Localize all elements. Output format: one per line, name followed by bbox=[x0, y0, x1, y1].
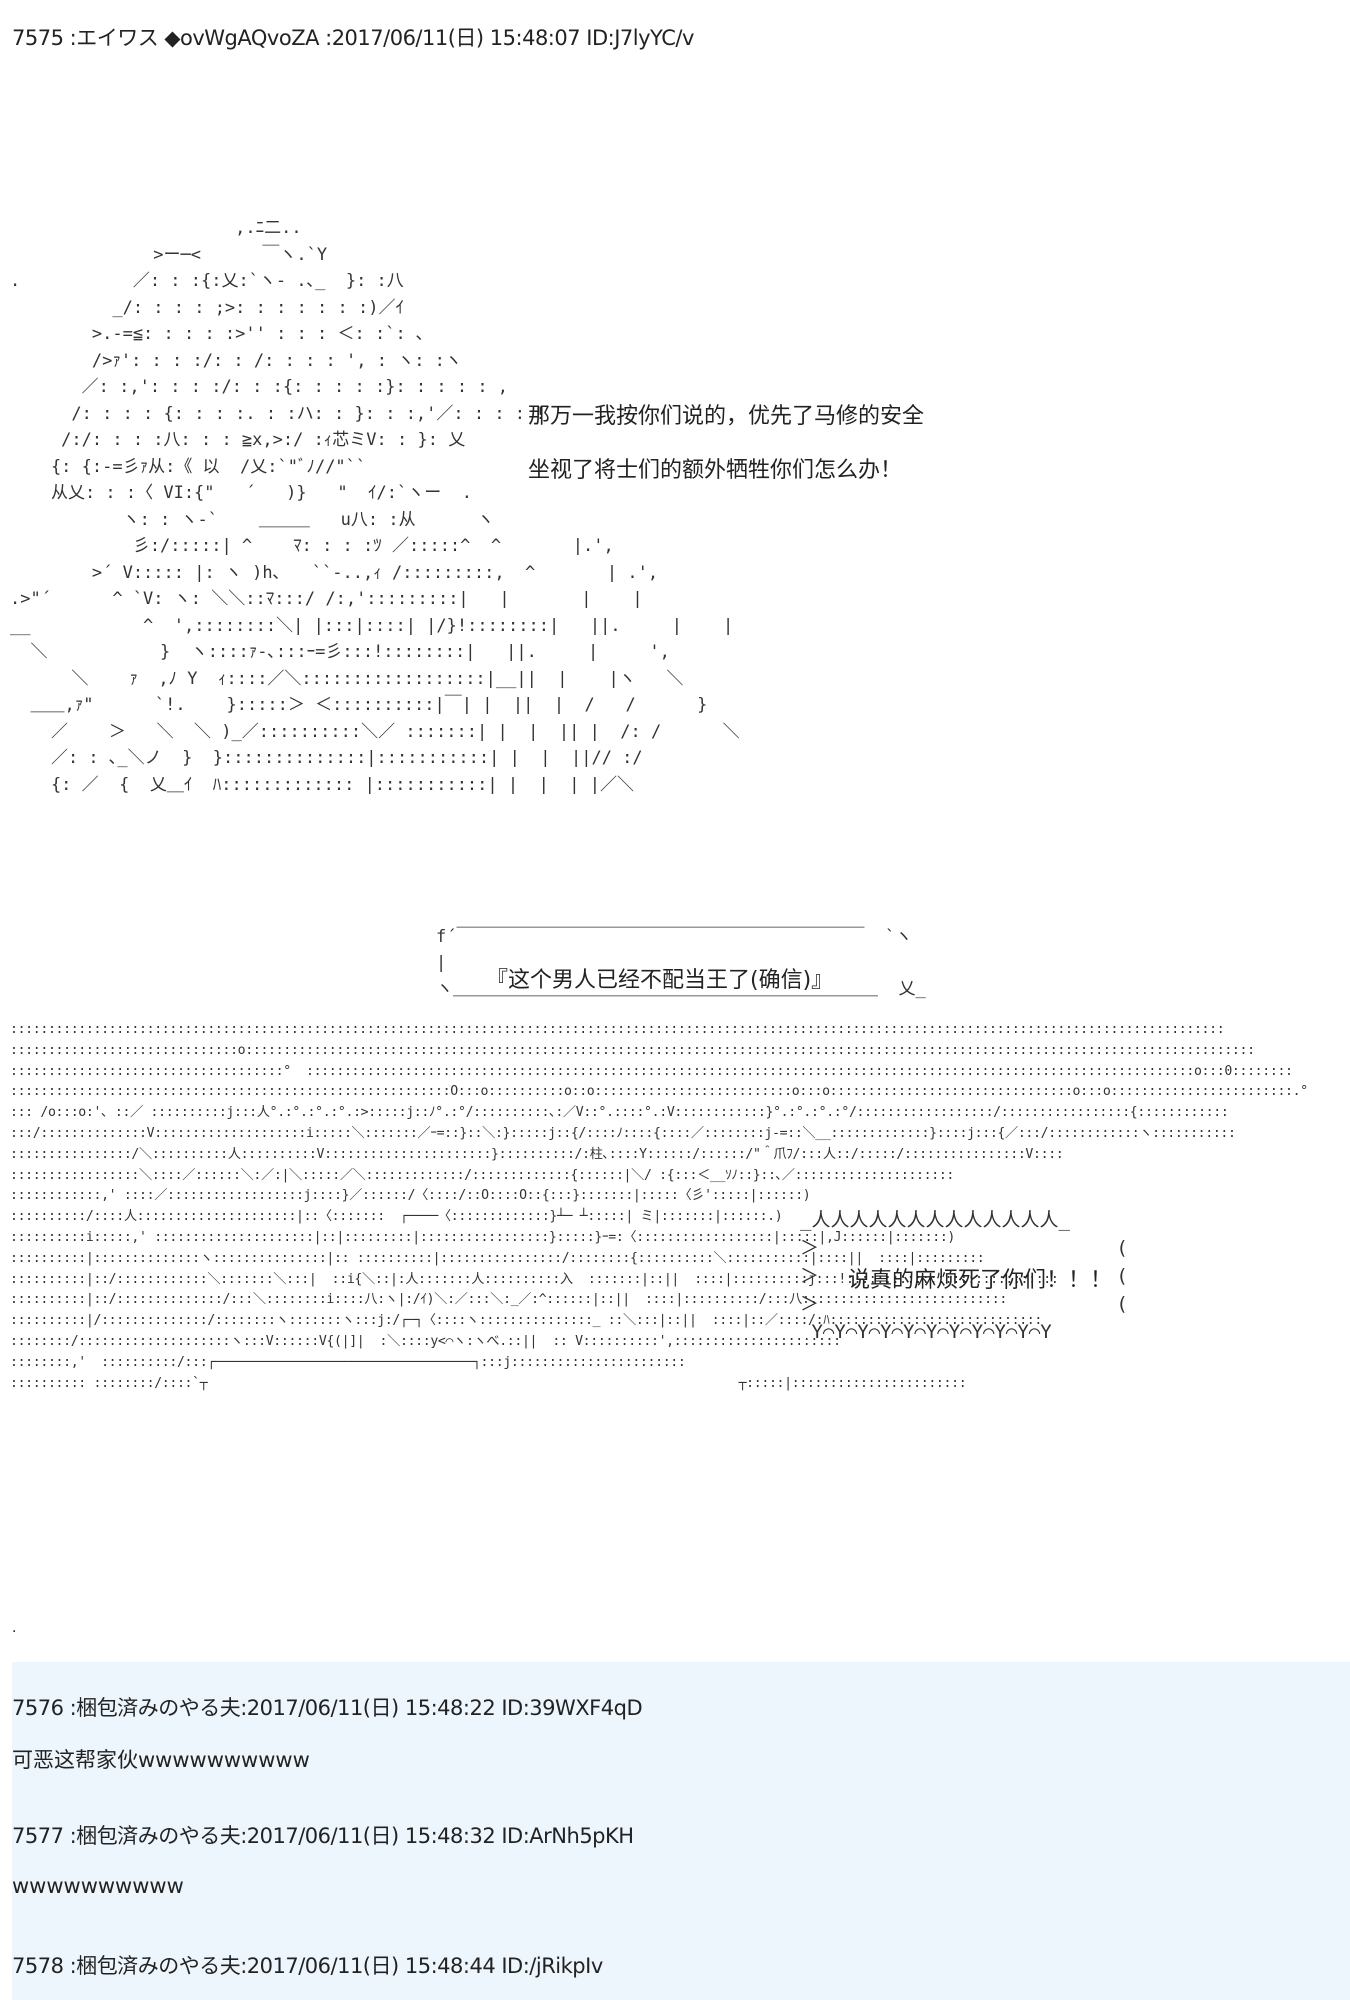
shout-text: 说真的麻烦死了你们！！！ bbox=[848, 1268, 1113, 1293]
post-body-7577: wwwwwwwwww bbox=[12, 1874, 184, 1898]
post-header-7577: 7577 :梱包済みのやる夫:2017/06/11(日) 15:48:32 ID… bbox=[12, 1824, 634, 1848]
post-header-7575: 7575 :エイワス ◆ovWgAQvoZA :2017/06/11(日) 15… bbox=[12, 26, 694, 50]
speech-bubble-text: 『这个男人已经不配当王了(确信)』 bbox=[486, 968, 834, 993]
separator-dot: . bbox=[12, 1620, 17, 1636]
character-ascii-art: ,.ﾆ二.. >ー─< ￣ヽ.`Y . ／: : :{:乂:`ヽ- .､_ }:… bbox=[10, 218, 740, 795]
post-header-7576: 7576 :梱包済みのやる夫:2017/06/11(日) 15:48:22 ID… bbox=[12, 1696, 643, 1720]
shout-bubble-frame: _人人人人人人人人人人人人人_ ＞ ( ＞ ( ＞ ( Y⌒Y⌒Y⌒Y⌒Y⌒Y⌒… bbox=[800, 1209, 1128, 1343]
post-body-7576: 可恶这帮家伙wwwwwwwwww bbox=[12, 1748, 310, 1772]
posts-background bbox=[12, 1662, 1350, 2000]
crowd-ascii-art: ::::::::::::::::::::::::::::::::::::::::… bbox=[10, 1022, 1308, 1391]
dialog-line-1: 那万一我按你们说的，优先了马修的安全 bbox=[528, 404, 925, 429]
dialog-line-2: 坐视了将士们的额外牺牲你们怎么办！ bbox=[528, 458, 903, 483]
speech-bubble-frame: f´￣￣￣￣￣￣￣￣￣￣￣￣￣￣￣￣￣￣￣￣￣￣￣￣ `ヽ | ヽ＿＿＿＿＿＿＿… bbox=[436, 927, 926, 999]
post-header-7578: 7578 :梱包済みのやる夫:2017/06/11(日) 15:48:44 ID… bbox=[12, 1954, 603, 1978]
